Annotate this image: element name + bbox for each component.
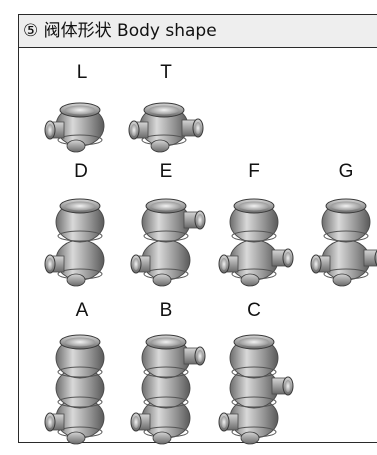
shape-label-g: G	[338, 161, 354, 182]
shape-label-a: A	[75, 300, 89, 321]
valve-body-c-icon	[214, 326, 300, 450]
shape-label-t: T	[160, 62, 172, 83]
valve-body-a-icon	[40, 326, 126, 450]
valve-body-b-icon	[126, 326, 212, 450]
valve-chamber	[141, 367, 191, 409]
shape-label-f: F	[248, 161, 260, 182]
shape-label-e: E	[159, 161, 173, 182]
valve-body-f-icon	[214, 190, 300, 290]
shape-label-b: B	[159, 300, 173, 321]
section-number: ⑤	[23, 21, 39, 41]
shape-label-c: C	[247, 300, 261, 321]
shape-label-l: L	[76, 62, 88, 83]
valve-body-d-icon	[40, 190, 126, 290]
valve-body-e-icon	[126, 190, 212, 290]
section-title: 阀体形状 Body shape	[43, 21, 217, 41]
valve-body-t-icon	[124, 94, 210, 156]
valve-body-g-icon	[306, 190, 377, 290]
section-header: ⑤ 阀体形状 Body shape	[19, 15, 377, 48]
valve-body-l-icon	[40, 94, 126, 156]
shape-label-d: D	[74, 161, 88, 182]
